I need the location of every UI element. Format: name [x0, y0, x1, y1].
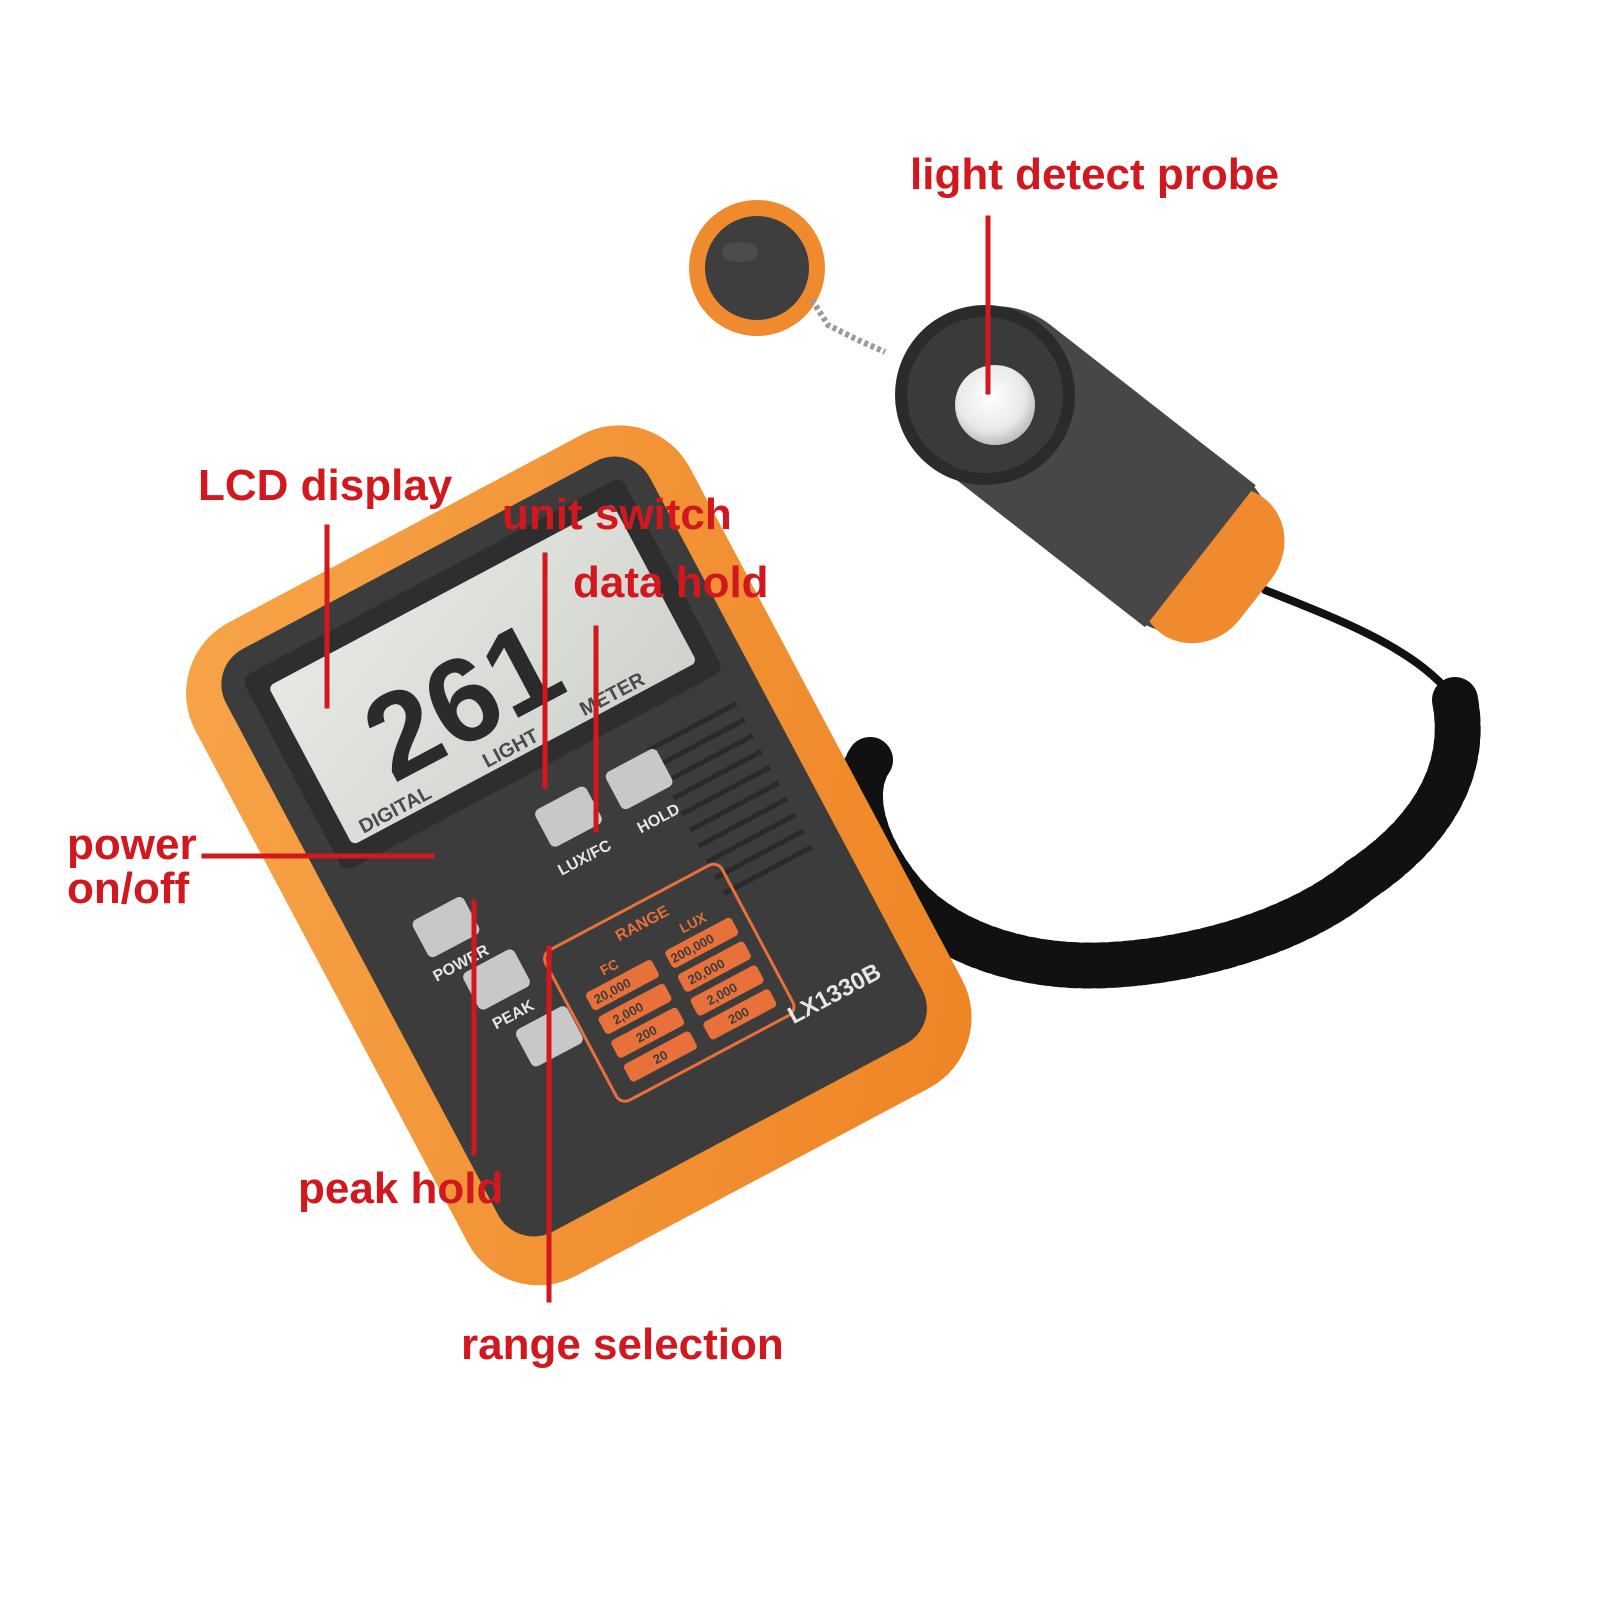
power-button[interactable]	[411, 895, 482, 959]
lcd-screen	[270, 505, 695, 844]
callout-peak-hold: peak hold	[298, 1164, 504, 1213]
peak-button[interactable]	[461, 947, 532, 1011]
callout-unit-switch: unit switch	[502, 490, 732, 539]
callout-light-detect-probe: light detect probe	[910, 150, 1280, 199]
callout-range-selection: range selection	[461, 1320, 784, 1369]
callout-power-on-off-line1: power	[67, 820, 197, 869]
sensor-dome	[955, 365, 1035, 445]
range-panel	[543, 862, 796, 1103]
range-fc-header: FC	[597, 956, 621, 979]
hold-button[interactable]	[604, 747, 675, 811]
cap-chain	[809, 298, 887, 355]
probe-cap	[689, 200, 825, 336]
callout-power-on-off-line2: on/off	[67, 864, 190, 913]
callout-lcd-display: LCD display	[198, 461, 453, 510]
lux-fc-button[interactable]	[533, 784, 604, 848]
range-fc-value: 20	[650, 1047, 670, 1067]
meter-body	[186, 425, 972, 1286]
callout-data-hold: data hold	[573, 558, 769, 607]
leader-lines	[201, 215, 991, 1303]
